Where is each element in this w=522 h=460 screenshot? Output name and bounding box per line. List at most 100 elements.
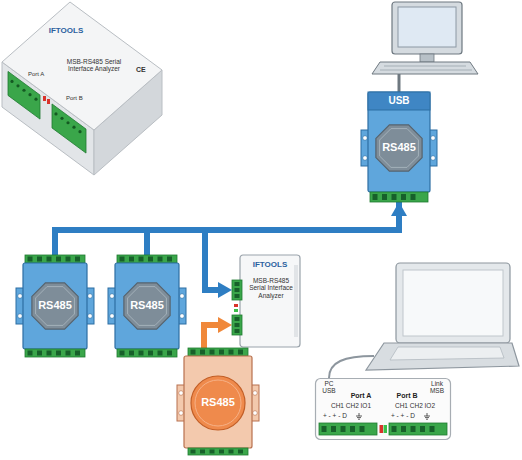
terminal-screw <box>28 351 33 356</box>
terminal-screw <box>56 257 61 262</box>
module-label: RS485 <box>30 299 80 312</box>
screw-hole <box>253 411 258 416</box>
analyzer-photo: IFTOOLSMSB-RS485 Serial Interface Analyz… <box>0 0 165 180</box>
pin-label: + - + - D <box>391 412 431 419</box>
screw-hole <box>180 314 185 319</box>
ground-symbol <box>424 413 430 419</box>
usb-cable <box>329 356 374 378</box>
terminal-screw <box>238 350 243 355</box>
terminal-screw <box>72 126 75 129</box>
terminal-screw <box>210 450 215 454</box>
terminal-screw <box>47 351 52 356</box>
terminal-screw <box>139 257 144 262</box>
module-housing <box>23 263 87 349</box>
terminal-screw <box>158 257 163 262</box>
terminal-block <box>188 448 248 455</box>
terminal-screw <box>129 351 134 356</box>
terminal-screw <box>66 121 69 124</box>
terminal-block <box>232 315 242 335</box>
monitor-screen <box>398 7 456 47</box>
screw-hole <box>18 294 23 299</box>
rs485-module: RS485 <box>107 255 187 357</box>
keyboard-keys <box>384 66 466 67</box>
usb-cable <box>398 74 401 92</box>
terminal-screw <box>75 351 80 356</box>
analyzer-front-panel: PC USBLink MSBPort ACH1 CH2 IO1+ - + - D… <box>315 378 451 440</box>
screw-hole <box>431 156 436 161</box>
terminal-screw <box>37 351 42 356</box>
terminal-block <box>232 280 242 300</box>
terminal-screw <box>167 257 172 262</box>
ce-mark: CE <box>136 66 150 74</box>
module-label: RS485 <box>193 396 243 409</box>
terminal-screw <box>139 351 144 356</box>
terminal-block <box>117 255 177 263</box>
terminal-block <box>25 255 85 263</box>
monitor-bezel <box>392 2 462 54</box>
terminal-screw <box>200 350 205 355</box>
terminal-screw <box>382 194 387 200</box>
ground-symbol <box>356 413 362 419</box>
terminal-screw <box>235 294 240 298</box>
terminal-screw <box>10 80 13 83</box>
status-led <box>234 304 238 307</box>
terminal-screw <box>238 450 243 454</box>
terminal-screw <box>219 350 224 355</box>
terminal-screw <box>210 350 215 355</box>
terminal-screw <box>75 257 80 262</box>
terminal-screw <box>229 350 234 355</box>
terminal-screw <box>60 117 63 120</box>
screw-hole <box>363 156 368 161</box>
product-name: MSB-RS485 Serial Interface Analyzer <box>246 277 296 299</box>
channel-label: CH1 CH2 IO1 <box>321 402 381 409</box>
terminal-screw <box>235 317 240 321</box>
screw-hole <box>179 411 184 416</box>
terminal-screw <box>191 450 196 454</box>
housing-top <box>2 2 162 130</box>
terminal-screw <box>148 351 153 356</box>
terminal-screw <box>219 450 224 454</box>
terminal-block <box>370 192 428 202</box>
terminal-screw <box>66 351 71 356</box>
terminal-screw <box>430 426 435 432</box>
screw-hole <box>88 294 93 299</box>
rs485-module: RS485 <box>15 255 95 357</box>
terminal-screw <box>350 426 355 432</box>
port-label: Port B <box>387 392 427 400</box>
screw-hole <box>431 136 436 141</box>
brand-logo: IFTOOLS <box>244 260 296 269</box>
terminal-block <box>319 423 377 435</box>
pin-label: + - + - D <box>323 412 363 419</box>
terminal-screw <box>28 93 31 96</box>
serial-analyzer: IFTOOLS MSB-RS485 Serial Interface Analyz… <box>232 255 302 347</box>
terminal-screw <box>235 288 240 292</box>
terminal-screw <box>167 351 172 356</box>
terminal-screw <box>373 194 378 200</box>
port-label: Port B <box>66 95 94 102</box>
port-label: Port A <box>341 392 381 400</box>
screw-hole <box>88 314 93 319</box>
connector-label: PC USB <box>319 380 339 395</box>
terminal-screw <box>191 350 196 355</box>
terminal-block <box>25 349 85 357</box>
screw-hole <box>18 314 23 319</box>
screw-hole <box>110 294 115 299</box>
terminal-screw <box>129 257 134 262</box>
terminal-block <box>117 349 177 357</box>
terminal-screw <box>235 323 240 327</box>
product-name: MSB-RS485 Serial Interface Analyzer <box>58 58 130 73</box>
channel-label: CH1 CH2 IO2 <box>385 402 445 409</box>
screw-hole <box>253 391 258 396</box>
laptop-lid <box>396 263 510 343</box>
status-led <box>43 96 46 101</box>
screw-hole <box>179 391 184 396</box>
analyzer-front <box>316 379 451 440</box>
terminal-screw <box>78 130 81 133</box>
terminal-screw <box>120 351 125 356</box>
terminal-screw <box>28 257 33 262</box>
module-badge <box>191 376 245 430</box>
screw-hole <box>363 136 368 141</box>
housing-edge <box>294 265 298 337</box>
terminal-screw <box>54 112 57 115</box>
